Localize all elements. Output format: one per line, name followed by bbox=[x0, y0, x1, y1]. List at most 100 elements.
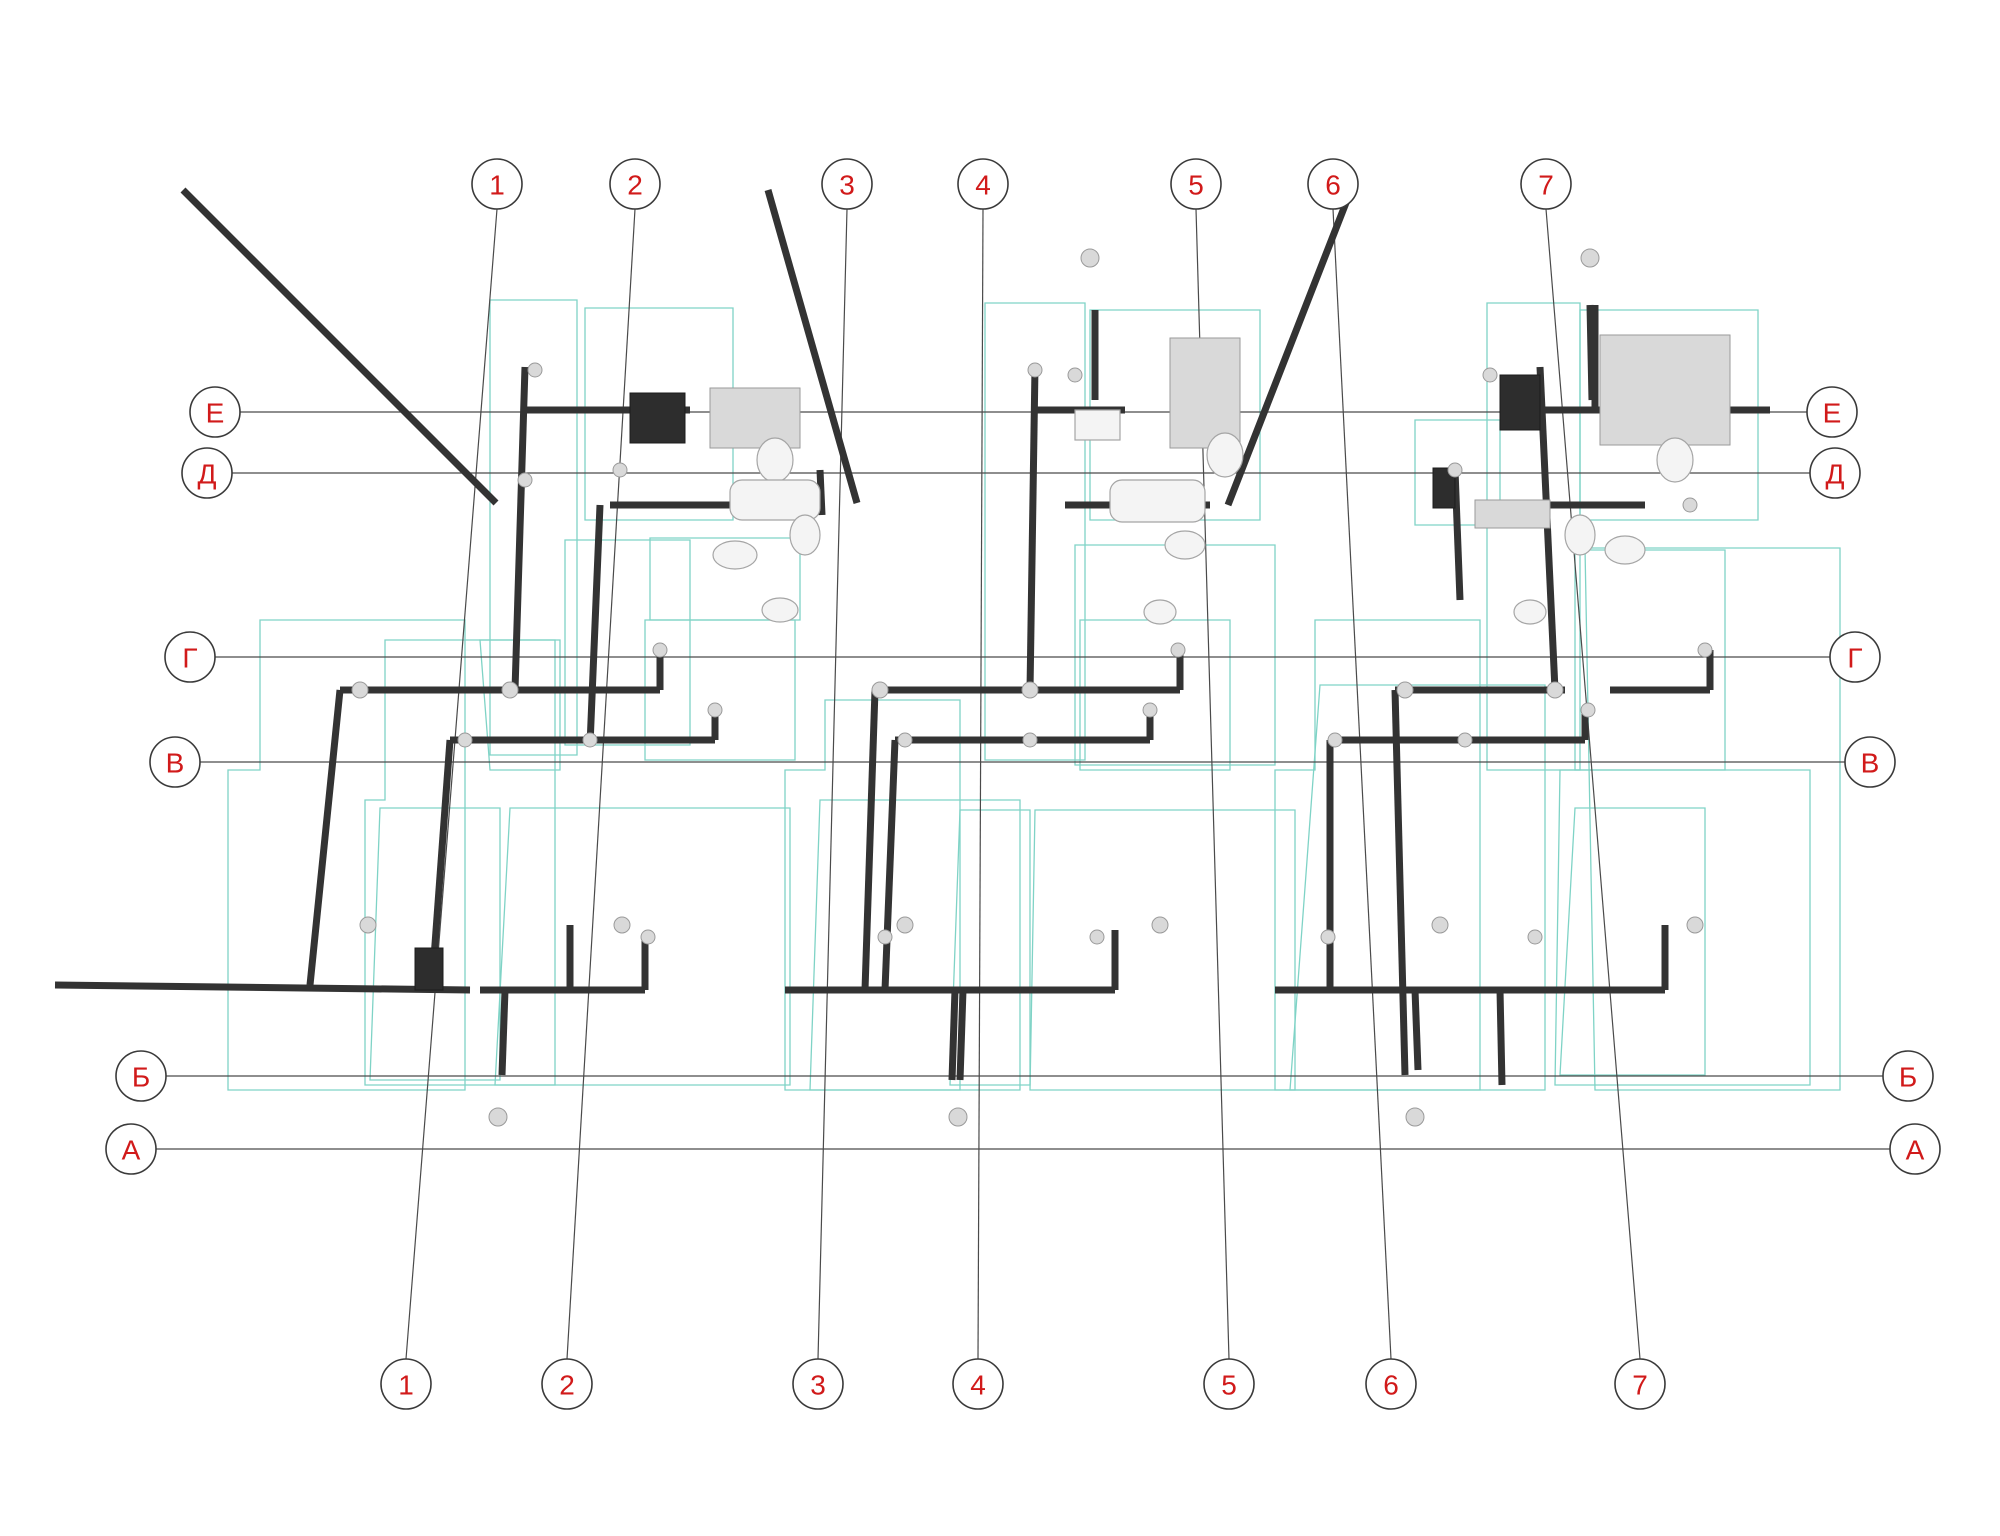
toilet bbox=[712, 540, 758, 570]
outlet-fitting bbox=[896, 916, 914, 934]
row-axis-bubble-left-4: В bbox=[149, 736, 201, 788]
row-axis-bubble-left-5: Б bbox=[115, 1050, 167, 1102]
column-axis-line-1 bbox=[405, 208, 498, 1360]
outlet-fitting bbox=[1089, 929, 1105, 945]
axis-bubble-label: В bbox=[1861, 748, 1880, 779]
row-axis-bubble-left-1: Е bbox=[189, 386, 241, 438]
bathtub bbox=[1474, 499, 1551, 529]
column-axis-bubble-top-7: 7 bbox=[1520, 158, 1572, 210]
riser bbox=[511, 366, 529, 691]
column-axis-bubble-top-4: 4 bbox=[957, 158, 1009, 210]
axis-bubble-label: 2 bbox=[627, 170, 643, 201]
toilet bbox=[1513, 599, 1547, 625]
washbasin bbox=[1564, 514, 1596, 556]
outlet-fitting bbox=[612, 462, 628, 478]
outlet-fitting bbox=[1151, 916, 1169, 934]
axis-bubble-circle bbox=[115, 1050, 167, 1102]
outlet-fitting bbox=[652, 642, 668, 658]
column-axis-bubble-top-3: 3 bbox=[821, 158, 873, 210]
column-axis-bubble-bottom-2: 2 bbox=[541, 1358, 593, 1410]
washbasin bbox=[1206, 432, 1244, 478]
toilet bbox=[1164, 530, 1206, 560]
axis-bubble-label: Е bbox=[1823, 398, 1842, 429]
floor-drain bbox=[488, 1107, 508, 1127]
room-outline bbox=[364, 639, 556, 1086]
riser bbox=[861, 689, 879, 991]
room-outlines bbox=[227, 299, 1841, 1091]
axis-bubble-circle bbox=[1170, 158, 1222, 210]
outlet-fitting bbox=[1682, 497, 1698, 513]
axis-bubble-circle bbox=[1889, 1123, 1941, 1175]
room-outline bbox=[1274, 619, 1481, 1091]
row-axis-bubble-right-6: А bbox=[1889, 1123, 1941, 1175]
column-axis-bubble-bottom-1: 1 bbox=[380, 1358, 432, 1410]
outlet-fitting bbox=[582, 732, 598, 748]
axis-bubble-circle bbox=[792, 1358, 844, 1410]
outlet-fitting bbox=[1327, 732, 1343, 748]
wall-panel bbox=[1169, 337, 1241, 449]
axis-bubble-circle bbox=[164, 631, 216, 683]
outlet-fitting bbox=[1067, 367, 1083, 383]
pipe-run bbox=[498, 989, 509, 1076]
room-outline bbox=[479, 639, 561, 771]
row-axis-bubble-left-3: Г bbox=[164, 631, 216, 683]
axis-bubble-label: 1 bbox=[398, 1370, 414, 1401]
riser bbox=[428, 739, 454, 986]
axis-bubble-circle bbox=[105, 1123, 157, 1175]
axis-bubble-label: 5 bbox=[1221, 1370, 1237, 1401]
outlet-fitting bbox=[1021, 681, 1039, 699]
column-axis-bubble-top-6: 6 bbox=[1307, 158, 1359, 210]
room-outline bbox=[1089, 309, 1261, 521]
axis-bubble-circle bbox=[1520, 158, 1572, 210]
axis-bubble-label: А bbox=[122, 1135, 141, 1166]
axis-bubble-circle bbox=[1882, 1050, 1934, 1102]
row-axis-bubble-right-3: Г bbox=[1829, 631, 1881, 683]
outlet-fitting bbox=[613, 916, 631, 934]
axis-bubble-circle bbox=[471, 158, 523, 210]
axis-bubble-label: 3 bbox=[839, 170, 855, 201]
outlet-fitting bbox=[1431, 916, 1449, 934]
column-axis-bubble-bottom-4: 4 bbox=[952, 1358, 1004, 1410]
wall-panel bbox=[1599, 334, 1731, 446]
outlet-fitting bbox=[1686, 916, 1704, 934]
floor-drain bbox=[948, 1107, 968, 1127]
floor-drain bbox=[1405, 1107, 1425, 1127]
column-axis-line-3 bbox=[817, 208, 848, 1360]
axis-bubble-label: Е bbox=[206, 398, 225, 429]
room-outline bbox=[984, 302, 1086, 761]
column-axis-bubble-bottom-5: 5 bbox=[1203, 1358, 1255, 1410]
axis-bubble-circle bbox=[1614, 1358, 1666, 1410]
riser bbox=[1451, 469, 1464, 601]
axis-bubble-label: 5 bbox=[1188, 170, 1204, 201]
axis-bubble-label: Б bbox=[1899, 1062, 1917, 1093]
column-axis-line-7 bbox=[1545, 208, 1641, 1360]
room-outline bbox=[784, 699, 961, 1091]
outlet-fitting bbox=[897, 732, 913, 748]
bathtub bbox=[729, 479, 821, 521]
outlet-fitting bbox=[457, 732, 473, 748]
outlet-fitting bbox=[1580, 702, 1596, 718]
room-outline bbox=[584, 307, 734, 521]
outlet-fitting bbox=[1320, 929, 1336, 945]
axis-bubble-circle bbox=[1203, 1358, 1255, 1410]
column-axis-line-2 bbox=[566, 208, 636, 1360]
room-outline bbox=[1584, 547, 1841, 1091]
outlet-fitting bbox=[501, 681, 519, 699]
axis-bubble-circle bbox=[541, 1358, 593, 1410]
pipe-run bbox=[1496, 989, 1506, 1086]
diagonal-vent-pipe bbox=[1224, 188, 1355, 507]
room-outline bbox=[564, 539, 691, 746]
outlet-fitting bbox=[1022, 732, 1038, 748]
grid-axis-lines bbox=[156, 208, 1890, 1360]
row-axis-bubble-right-4: В bbox=[1844, 736, 1896, 788]
room-outline bbox=[644, 619, 796, 761]
pipe-network bbox=[54, 187, 1770, 1086]
water-heater bbox=[629, 392, 686, 444]
row-axis-bubble-right-5: Б bbox=[1882, 1050, 1934, 1102]
outlet-fitting bbox=[1170, 642, 1186, 658]
wall-panel bbox=[709, 387, 801, 449]
washbasin bbox=[1656, 437, 1694, 483]
axis-bubble-circle bbox=[1307, 158, 1359, 210]
row-axis-bubble-left-2: Д bbox=[181, 447, 233, 499]
